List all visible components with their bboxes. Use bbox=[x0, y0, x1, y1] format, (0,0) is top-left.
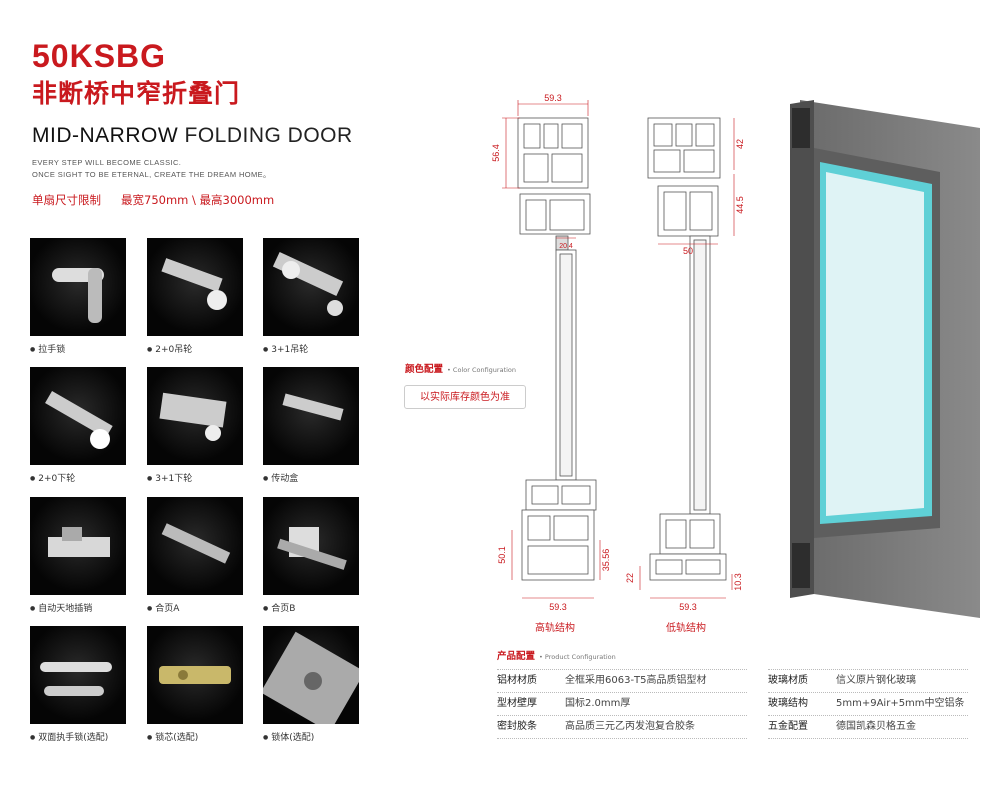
product-title-en: MID-NARROW FOLDING DOOR bbox=[32, 124, 353, 148]
spec-row: 玻璃结构 5mm+9Air+5mm中空铝条 bbox=[768, 693, 965, 715]
hardware-caption: 3+1下轮 bbox=[147, 471, 192, 484]
dim-low-bot-left: 22 bbox=[625, 573, 635, 583]
high-rail-bottom-profile bbox=[521, 479, 597, 581]
spec-key: 铝材材质 bbox=[497, 675, 537, 686]
glass-pane bbox=[826, 172, 924, 516]
spec-value: 5mm+9Air+5mm中空铝条 bbox=[836, 698, 965, 709]
spec-key: 五金配置 bbox=[768, 721, 808, 732]
hardware-caption: 合页A bbox=[147, 601, 179, 614]
title-en-rest: FOLDING DOOR bbox=[178, 124, 353, 147]
auto-bolt-icon bbox=[30, 497, 126, 595]
spec-row: 型材壁厚 国标2.0mm厚 bbox=[497, 693, 630, 715]
spec-divider bbox=[497, 669, 747, 670]
hardware-caption: 自动天地插销 bbox=[30, 601, 92, 614]
color-config-note: 以实际库存颜色为准 bbox=[404, 385, 526, 409]
spec-key: 玻璃材质 bbox=[768, 675, 808, 686]
hardware-caption: 合页B bbox=[263, 601, 295, 614]
dim-high-bot-width: 59.3 bbox=[549, 602, 567, 612]
low-rail-bottom-profile bbox=[649, 513, 727, 581]
spec-key: 型材壁厚 bbox=[497, 698, 537, 709]
bottom-wheel-icon bbox=[147, 367, 243, 465]
high-rail-sash bbox=[555, 249, 577, 481]
dim-low-top-2: 44.5 bbox=[735, 196, 745, 214]
product-config-en: • Product Configuration bbox=[539, 653, 616, 661]
bottom-wheel-icon bbox=[30, 367, 126, 465]
color-config-en: • Color Configuration bbox=[447, 366, 517, 374]
hardware-caption: 拉手锁 bbox=[30, 342, 65, 355]
hardware-caption: 3+1吊轮 bbox=[263, 342, 308, 355]
dim-high-top-width: 59.3 bbox=[544, 93, 562, 103]
dim-low-bot-width: 59.3 bbox=[679, 602, 697, 612]
spec-key: 密封胶条 bbox=[497, 721, 537, 732]
slogan-line-2: ONCE SIGHT TO BE ETERNAL, CREATE THE DRE… bbox=[32, 170, 271, 179]
size-limit-label: 单扇尺寸限制 bbox=[32, 193, 101, 207]
spec-row: 五金配置 德国凯森贝格五金 bbox=[768, 716, 916, 738]
spec-divider bbox=[768, 692, 968, 693]
product-title-cn: 非断桥中窄折叠门 bbox=[32, 79, 241, 108]
lock-body-icon bbox=[263, 626, 359, 724]
hardware-caption: 2+0下轮 bbox=[30, 471, 75, 484]
low-rail-sash bbox=[689, 235, 711, 515]
size-limit-value: 最宽750mm \ 最高3000mm bbox=[121, 193, 275, 207]
hardware-caption: 锁芯(选配) bbox=[147, 730, 198, 743]
dim-high-bot-left: 50.1 bbox=[497, 546, 507, 564]
product-config-title: 产品配置 bbox=[497, 651, 536, 662]
hanging-wheel-icon bbox=[263, 238, 359, 336]
hardware-caption: 双面执手锁(选配) bbox=[30, 730, 108, 743]
title-en-bold: MID-NARROW bbox=[32, 124, 179, 147]
hanging-wheel-icon bbox=[147, 238, 243, 336]
color-config-heading: 颜色配置• Color Configuration bbox=[405, 361, 516, 375]
spec-value: 信义原片钢化玻璃 bbox=[836, 675, 916, 686]
spec-row: 铝材材质 全框采用6063-T5高品质铝型材 bbox=[497, 670, 707, 692]
spec-divider bbox=[497, 738, 747, 739]
spec-row: 密封胶条 高品质三元乙丙发泡复合胶条 bbox=[497, 716, 695, 738]
spec-value: 德国凯森贝格五金 bbox=[836, 721, 916, 732]
spec-divider bbox=[768, 669, 968, 670]
high-rail-caption: 高轨结构 bbox=[535, 623, 575, 634]
spec-divider bbox=[497, 715, 747, 716]
spec-key: 玻璃结构 bbox=[768, 698, 808, 709]
dim-high-mid: 20.4 bbox=[559, 243, 573, 250]
spec-divider bbox=[497, 692, 747, 693]
frame-corner-render bbox=[790, 100, 980, 618]
hinge-icon bbox=[263, 497, 359, 595]
handle-lock-icon bbox=[30, 238, 126, 336]
spec-value: 全框采用6063-T5高品质铝型材 bbox=[565, 675, 707, 686]
transmission-box-icon bbox=[263, 367, 359, 465]
dim-low-top-1: 42 bbox=[735, 139, 745, 149]
low-rail-top-profile bbox=[647, 117, 721, 237]
hardware-caption: 锁体(选配) bbox=[263, 730, 314, 743]
hardware-caption: 传动盒 bbox=[263, 471, 298, 484]
model-number: 50KSBG bbox=[32, 38, 167, 74]
hinge-icon bbox=[147, 497, 243, 595]
spec-divider bbox=[768, 738, 968, 739]
dim-low-bot-right: 10.3 bbox=[733, 573, 743, 591]
low-rail-caption: 低轨结构 bbox=[666, 623, 706, 634]
slogan: EVERY STEP WILL BECOME CLASSIC. ONCE SIG… bbox=[32, 157, 271, 181]
dim-low-mid: 50 bbox=[683, 246, 693, 256]
dim-high-bot-right: 35.56 bbox=[601, 549, 611, 572]
spec-value: 国标2.0mm厚 bbox=[565, 698, 631, 709]
spec-value: 高品质三元乙丙发泡复合胶条 bbox=[565, 721, 695, 732]
spec-row: 玻璃材质 信义原片钢化玻璃 bbox=[768, 670, 916, 692]
size-limit: 单扇尺寸限制 最宽750mm \ 最高3000mm bbox=[32, 192, 294, 208]
high-rail-top-profile bbox=[517, 117, 591, 251]
slogan-line-1: EVERY STEP WILL BECOME CLASSIC. bbox=[32, 158, 182, 167]
dim-high-top-height: 56.4 bbox=[491, 144, 501, 162]
profile-diagram: 59.3 56.4 20.4 50.1 35.56 59.3 42 44.5 5… bbox=[491, 93, 745, 612]
hardware-caption: 2+0吊轮 bbox=[147, 342, 192, 355]
lock-cylinder-icon bbox=[147, 626, 243, 724]
color-config-title: 颜色配置 bbox=[405, 364, 444, 375]
double-handle-lock-icon bbox=[30, 626, 126, 724]
spec-divider bbox=[768, 715, 968, 716]
product-config-heading: 产品配置• Product Configuration bbox=[497, 648, 616, 662]
